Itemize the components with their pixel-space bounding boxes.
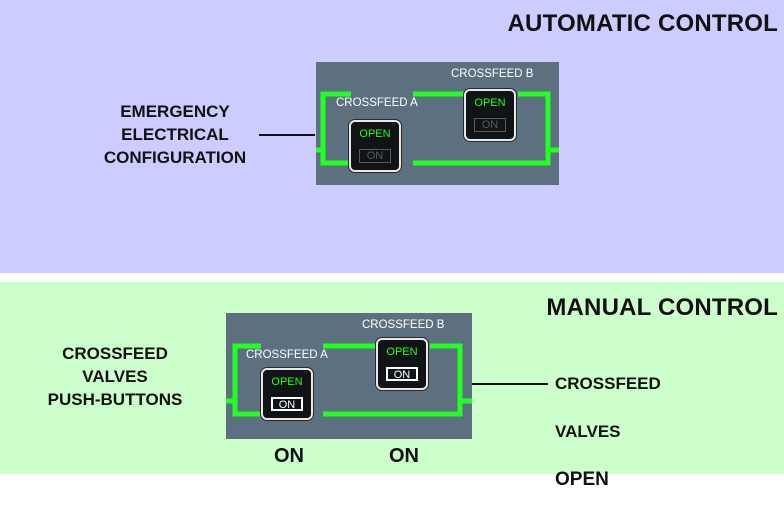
open-indicator: OPEN	[359, 128, 391, 140]
open-indicator: OPEN	[474, 97, 506, 109]
crossfeed-b-label: CROSSFEED B	[362, 319, 445, 331]
open-indicator: OPEN	[386, 346, 418, 358]
fuel-flow-lines	[316, 91, 559, 166]
crossfeed-b-label: CROSSFEED B	[451, 68, 534, 80]
leader-line	[472, 383, 548, 385]
right-label-line2: VALVES	[555, 422, 621, 441]
on-indicator: ON	[474, 118, 506, 132]
leader-line	[259, 134, 315, 136]
open-indicator: OPEN	[271, 376, 303, 388]
flow-line	[316, 91, 559, 166]
crossfeed-a-pushbutton[interactable]: OPEN ON	[261, 368, 313, 420]
on-indicator: ON	[359, 149, 391, 163]
automatic-control-section: AUTOMATIC CONTROL EMERGENCY ELECTRICAL C…	[0, 0, 784, 273]
crossfeed-a-label: CROSSFEED A	[246, 349, 328, 361]
crossfeed-b-pushbutton[interactable]: OPEN ON	[464, 89, 516, 141]
automatic-control-title: AUTOMATIC CONTROL	[507, 10, 778, 37]
crossfeed-a-pushbutton[interactable]: OPEN ON	[349, 120, 401, 172]
crossfeed-panel-manual: CROSSFEED A CROSSFEED B OPEN ON OPEN ON	[226, 313, 472, 439]
crossfeed-valves-open-label: CROSSFEED VALVES OPEN	[555, 348, 735, 516]
manual-control-title: MANUAL CONTROL	[546, 294, 778, 321]
crossfeed-a-label: CROSSFEED A	[336, 97, 418, 109]
right-label-line3: OPEN	[555, 469, 609, 490]
crossfeed-valves-pushbuttons-label: CROSSFEED VALVES PUSH-BUTTONS	[47, 344, 183, 409]
manual-control-section: MANUAL CONTROL CROSSFEED VALVES PUSH-BUT…	[0, 282, 784, 490]
crossfeed-b-on-label: ON	[389, 445, 419, 467]
emergency-electrical-configuration-label: EMERGENCY ELECTRICAL CONFIGURATION	[103, 102, 247, 167]
fuel-flow-lines	[226, 343, 472, 417]
on-indicator: ON	[271, 397, 303, 411]
right-label-line1: CROSSFEED	[555, 374, 661, 393]
crossfeed-panel-automatic: CROSSFEED A CROSSFEED B OPEN ON OPEN ON	[316, 62, 559, 185]
on-indicator: ON	[386, 367, 418, 381]
flow-line	[226, 343, 472, 417]
crossfeed-a-on-label: ON	[274, 445, 304, 467]
crossfeed-b-pushbutton[interactable]: OPEN ON	[376, 338, 428, 390]
